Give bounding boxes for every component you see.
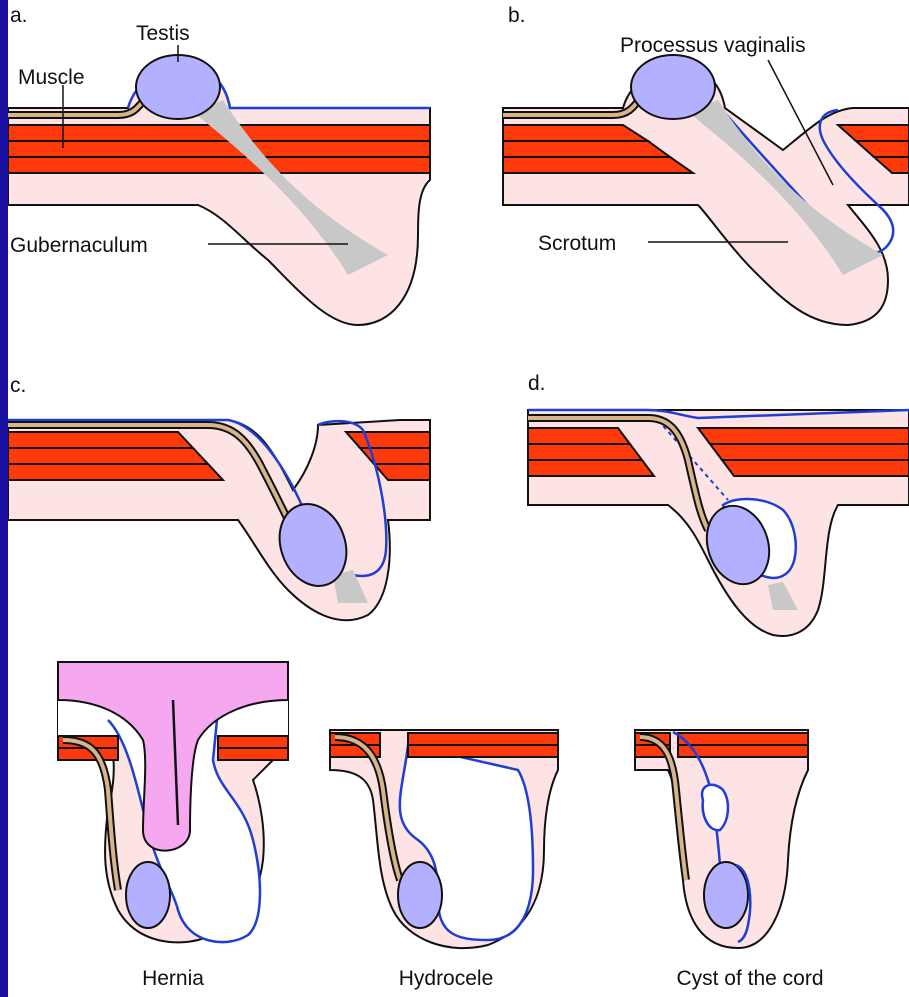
panel-d-letter: d.	[528, 372, 546, 395]
panel-b	[503, 55, 909, 325]
hydrocele-caption: Hydrocele	[399, 967, 494, 990]
hernia-caption: Hernia	[142, 967, 204, 990]
panel-b-testis	[631, 55, 715, 119]
hydrocele-diagram	[330, 730, 558, 948]
scrotum-label: Scrotum	[538, 232, 616, 255]
panel-a-letter: a.	[10, 4, 28, 27]
panel-a-testis	[136, 55, 220, 119]
panel-c	[8, 420, 430, 620]
cyst-caption: Cyst of the cord	[676, 967, 823, 990]
testicular-descent-diagram: a. Testis Muscle Gubernaculum b. Process…	[8, 0, 909, 997]
muscle-label: Muscle	[18, 66, 85, 89]
gubernaculum-label: Gubernaculum	[10, 234, 148, 257]
processus-vaginalis-label: Processus vaginalis	[620, 34, 806, 57]
cyst-testis	[704, 862, 748, 928]
hydrocele-testis	[398, 862, 442, 928]
panel-c-letter: c.	[10, 374, 26, 397]
testis-label: Testis	[136, 22, 190, 45]
panel-d	[528, 410, 909, 636]
cyst-diagram	[635, 730, 808, 948]
hernia-testis	[126, 862, 170, 928]
hernia-diagram	[58, 662, 288, 942]
panel-b-letter: b.	[508, 4, 526, 27]
diagram-stage: a. Testis Muscle Gubernaculum b. Process…	[8, 0, 909, 997]
